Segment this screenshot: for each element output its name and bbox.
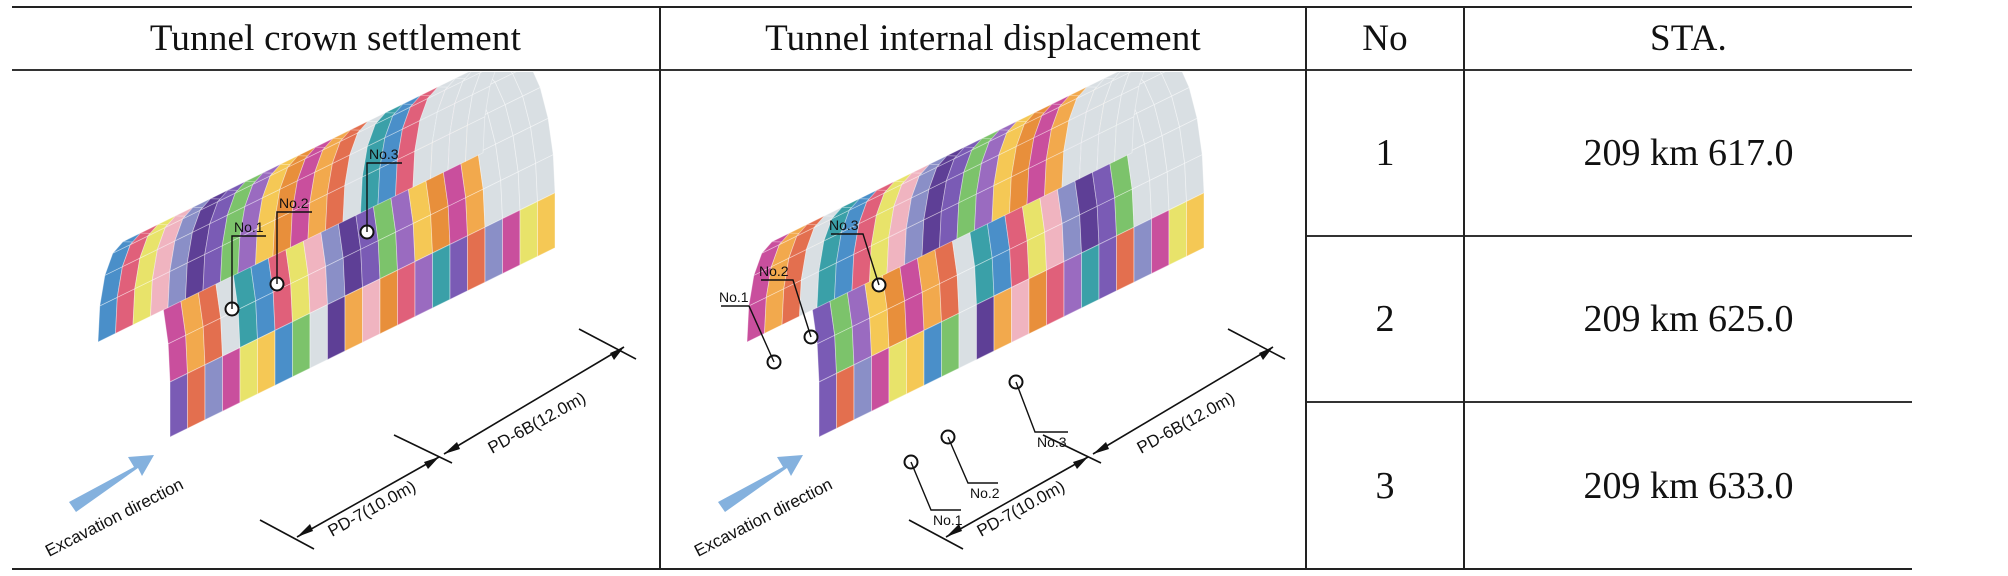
mesh-wall-element bbox=[292, 312, 311, 378]
mesh-wall-element bbox=[467, 226, 486, 292]
figure-tunnel-crown-settlement: Excavation direction PD-7(10.0m) PD-6B(1… bbox=[14, 72, 658, 568]
mesh-wall-element bbox=[344, 286, 363, 352]
mesh-wall-element bbox=[537, 191, 556, 258]
column-divider-1 bbox=[659, 6, 661, 570]
figure-tunnel-internal-displacement: Excavation direction PD-7(10.0m) PD-6B(1… bbox=[663, 72, 1303, 568]
mesh-wall-element bbox=[222, 346, 241, 413]
header-sta: STA. bbox=[1650, 18, 1727, 59]
dimension-lines bbox=[908, 328, 1286, 550]
mesh-wall-element bbox=[1168, 200, 1187, 266]
row-3-sta: 209 km 633.0 bbox=[1583, 464, 1794, 507]
mesh-wall-element bbox=[906, 329, 925, 395]
header-no: No bbox=[1362, 18, 1408, 59]
mesh-element bbox=[471, 72, 496, 96]
mesh-wall-element bbox=[853, 355, 872, 421]
mesh-wall-element bbox=[449, 234, 468, 301]
tunnel-crown-mesh-figure: Excavation direction PD-7(10.0m) PD-6B(1… bbox=[42, 72, 637, 561]
mesh-element bbox=[1111, 72, 1131, 82]
mesh-wall-element bbox=[414, 252, 433, 318]
header-bottom-rule bbox=[12, 69, 1912, 71]
tunnel-mesh bbox=[97, 72, 556, 438]
row-divider-1 bbox=[1305, 235, 1912, 237]
mesh-wall-element bbox=[1011, 277, 1030, 344]
mesh-element bbox=[1128, 72, 1132, 73]
tunnel-mesh bbox=[746, 72, 1205, 438]
mesh-element bbox=[1159, 72, 1166, 74]
mesh-wall-element bbox=[169, 372, 188, 438]
mesh-wall-element bbox=[1116, 226, 1135, 292]
column-divider-3 bbox=[1463, 6, 1465, 570]
table-top-rule bbox=[12, 6, 1912, 8]
row-3-no: 3 bbox=[1375, 464, 1395, 507]
mesh-element bbox=[479, 72, 483, 73]
point-no2-lower-label: No.2 bbox=[970, 485, 1000, 501]
mesh-wall-element bbox=[923, 320, 942, 387]
mesh-wall-element bbox=[941, 312, 960, 378]
mesh-wall-element bbox=[204, 355, 223, 421]
column-divider-2 bbox=[1305, 6, 1307, 570]
mesh-wall-element bbox=[309, 303, 328, 370]
point-no1-label: No.1 bbox=[719, 289, 749, 305]
mesh-wall-element bbox=[484, 217, 503, 284]
point-no2-label: No.2 bbox=[279, 195, 309, 211]
dimension-pd7-label: PD-7(10.0m) bbox=[325, 477, 419, 541]
mesh-wall-element bbox=[1028, 269, 1047, 335]
header-tunnel-crown-settlement: Tunnel crown settlement bbox=[149, 18, 522, 59]
point-no1-lower-label: No.1 bbox=[933, 512, 963, 528]
point-no3-label: No.3 bbox=[829, 217, 859, 233]
tunnel-internal-mesh-figure: Excavation direction PD-7(10.0m) PD-6B(1… bbox=[691, 72, 1286, 561]
mesh-wall-element bbox=[1186, 191, 1205, 258]
mesh-wall-element bbox=[818, 372, 837, 438]
point-no3-label: No.3 bbox=[369, 146, 399, 162]
mesh-wall-element bbox=[187, 363, 206, 430]
mesh-wall-element bbox=[1063, 252, 1082, 318]
mesh-wall-element bbox=[1098, 234, 1117, 301]
row-divider-2 bbox=[1305, 401, 1912, 403]
mesh-wall-element bbox=[519, 200, 538, 266]
point-no3-lower-label: No.3 bbox=[1037, 434, 1067, 450]
mesh-wall-element bbox=[993, 286, 1012, 352]
row-1-sta: 209 km 617.0 bbox=[1583, 132, 1794, 174]
mesh-wall-element bbox=[274, 320, 293, 387]
mesh-wall-element bbox=[1133, 217, 1152, 284]
mesh-wall-element bbox=[976, 295, 995, 361]
point-no1-label: No.1 bbox=[234, 219, 264, 235]
mesh-wall-element bbox=[239, 338, 258, 404]
excavation-arrow-icon bbox=[69, 455, 154, 512]
dimension-lines bbox=[259, 328, 637, 550]
header-tunnel-internal-displacement: Tunnel internal displacement bbox=[765, 18, 1201, 59]
mesh-wall-element bbox=[397, 260, 416, 327]
mesh-element bbox=[510, 72, 517, 74]
mesh-wall-element bbox=[327, 295, 346, 361]
excavation-direction-label: Excavation direction bbox=[691, 475, 835, 561]
mesh-wall-element bbox=[871, 346, 890, 413]
mesh-wall-element bbox=[362, 277, 381, 344]
mesh-wall-element bbox=[432, 243, 451, 309]
excavation-direction-label: Excavation direction bbox=[42, 475, 186, 561]
mesh-wall-element bbox=[958, 303, 977, 370]
point-no2-label: No.2 bbox=[759, 263, 789, 279]
mesh-wall-element bbox=[379, 269, 398, 335]
mesh-element bbox=[1120, 72, 1145, 96]
row-2-sta: 209 km 625.0 bbox=[1583, 298, 1794, 340]
mesh-wall-element bbox=[1046, 260, 1065, 327]
mesh-element bbox=[462, 72, 482, 82]
mesh-wall-element bbox=[502, 209, 521, 275]
mesh-wall-element bbox=[257, 329, 276, 395]
row-2-no: 2 bbox=[1375, 298, 1395, 340]
excavation-arrow-icon bbox=[718, 455, 803, 512]
row-1-no: 1 bbox=[1375, 132, 1395, 174]
mesh-wall-element bbox=[888, 338, 907, 404]
mesh-wall-element bbox=[1151, 209, 1170, 275]
mesh-wall-element bbox=[836, 363, 855, 430]
table-bottom-rule bbox=[12, 568, 1912, 570]
mesh-wall-element bbox=[1081, 243, 1100, 309]
